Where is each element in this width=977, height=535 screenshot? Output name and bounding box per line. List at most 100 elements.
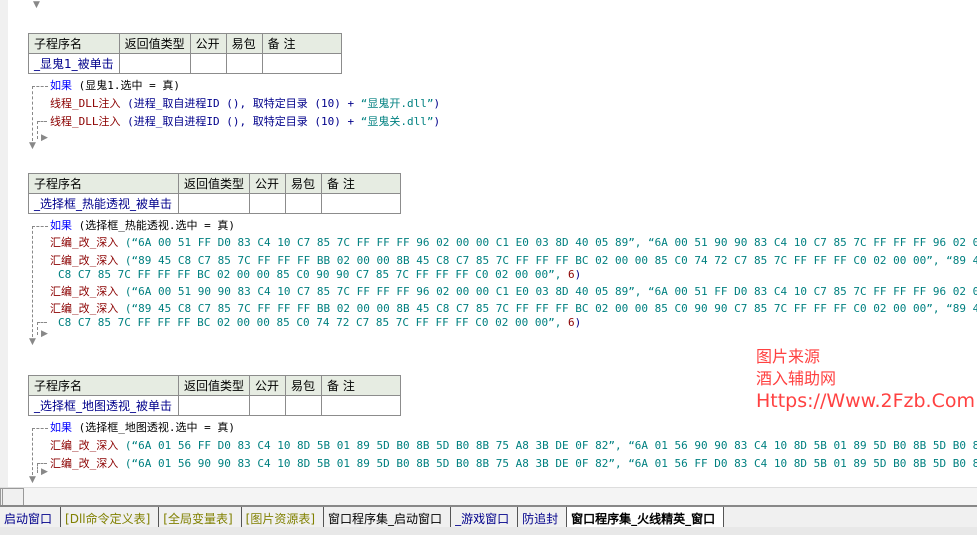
column-header: 公开 [249,173,287,194]
code-line-continuation[interactable]: C8 C7 85 7C FF FF FF BC 02 00 00 85 C0 7… [58,316,977,330]
if-statement[interactable]: 如果 (选择框_地图透视.选中 = 真) [50,421,977,435]
empty-cell [285,395,323,416]
column-header: 易包 [285,173,323,194]
tab-bar: 启动窗口[Dll命令定义表][全局变量表][图片资源表]窗口程序集_启动窗口_游… [0,505,977,529]
function-name: 汇编_改_深入 [50,254,119,267]
tab-7[interactable]: 窗口程序集_火线精英_窗口 [567,507,725,527]
function-name: 汇编_改_深入 [50,457,119,470]
empty-cell [177,193,251,214]
flow-line [37,463,47,464]
empty-cell [177,395,251,416]
flow-line [32,226,48,227]
arguments: (进程_取自进程ID (), 取特定目录 (10) + [127,97,361,110]
string-literal: (“6A 00 51 90 90 83 C4 10 C7 85 7C FF FF… [124,285,977,298]
flow-line [37,322,38,335]
if-condition: (选择框_地图透视.选中 = 真) [78,421,235,434]
number-literal: 6 [567,316,575,329]
subroutine-table: 子程序名返回值类型公开易包备 注_显鬼1_被单击 [28,33,342,74]
if-statement[interactable]: 如果 (显鬼1.选中 = 真) [50,79,977,93]
code-line[interactable]: 汇编_改_深入 (“6A 01 56 90 90 83 C4 10 8D 5B … [50,457,977,471]
tab-3[interactable]: [图片资源表] [242,507,325,527]
code-line[interactable]: 汇编_改_深入 (“6A 01 56 FF D0 83 C4 10 8D 5B … [50,439,977,453]
string-literal: (“6A 01 56 90 90 83 C4 10 8D 5B 01 89 5D… [124,457,977,470]
string-literal: C8 C7 85 7C FF FF FF BC 02 00 00 85 C0 7… [58,316,568,329]
empty-cell [321,193,402,214]
if-keyword: 如果 [50,219,72,232]
watermark: 图片来源 酒入辅助网 Https://Www.2Fzb.Com [756,346,975,412]
column-header: 易包 [285,375,323,396]
empty-cell [261,53,342,74]
function-name: 汇编_改_深入 [50,302,119,315]
watermark-url: Https://Www.2Fzb.Com [756,390,976,412]
horizontal-scrollbar[interactable] [0,487,977,506]
close-paren: ) [433,115,441,128]
flow-line [32,428,48,429]
code-line-continuation[interactable]: C8 C7 85 7C FF FF FF BC 02 00 00 85 C0 9… [58,268,977,282]
flow-arrow-icon: ▶ [41,329,48,339]
code-line[interactable]: 汇编_改_深入 (“89 45 C8 C7 85 7C FF FF FF BB … [50,254,977,268]
empty-cell [249,193,287,214]
code-line[interactable]: 线程_DLL注入 (进程_取自进程ID (), 取特定目录 (10) + “显鬼… [50,97,977,111]
empty-cell [249,395,287,416]
flow-line [32,428,33,475]
column-header: 备 注 [321,375,402,396]
tab-5[interactable]: _游戏窗口 [451,507,519,527]
tab-4[interactable]: 窗口程序集_启动窗口 [324,507,452,527]
function-name: 线程_DLL注入 [50,97,121,110]
empty-cell [321,395,402,416]
close-paren: ) [574,316,582,329]
flow-line [37,121,47,122]
flow-arrow-icon: ▼ [33,0,40,10]
if-statement[interactable]: 如果 (选择框_热能透视.选中 = 真) [50,219,977,233]
empty-cell [118,53,191,74]
column-header: 易包 [225,33,263,54]
watermark-line: 图片来源 [756,347,821,366]
column-header: 公开 [189,33,227,54]
column-header: 子程序名 [28,173,179,194]
tab-6[interactable]: 防追封 [518,507,568,527]
subroutine-table: 子程序名返回值类型公开易包备 注 _选择框_热能透视_被单击 [28,173,402,214]
string-literal: “显鬼开.dll” [360,97,434,110]
string-literal: (“6A 01 56 FF D0 83 C4 10 8D 5B 01 89 5D… [124,439,977,452]
if-keyword: 如果 [50,421,72,434]
scroll-track[interactable] [2,488,24,506]
code-line[interactable]: 线程_DLL注入 (进程_取自进程ID (), 取特定目录 (10) + “显鬼… [50,115,977,129]
flow-arrow-icon: ▶ [41,133,48,143]
subroutine-name[interactable]: _显鬼1_被单击 [28,53,120,74]
left-gutter [0,0,8,487]
tab-1[interactable]: [Dll命令定义表] [61,507,160,527]
function-name: 汇编_改_深入 [50,439,119,452]
string-literal: C8 C7 85 7C FF FF FF BC 02 00 00 85 C0 9… [58,268,568,281]
string-literal: (“6A 00 51 FF D0 83 C4 10 C7 85 7C FF FF… [124,236,977,249]
code-line[interactable]: 汇编_改_深入 (“6A 00 51 FF D0 83 C4 10 C7 85 … [50,236,977,250]
tab-2[interactable]: [全局变量表] [159,507,242,527]
tab-0[interactable]: 启动窗口 [0,507,62,527]
column-header: 备 注 [261,33,342,54]
subroutine-table: 子程序名返回值类型公开易包备 注_选择框_地图透视_被单击 [28,375,402,416]
watermark-line: 酒入辅助网 [756,369,837,388]
column-header: 返回值类型 [118,33,191,54]
flow-line [32,226,33,337]
close-paren: ) [433,97,441,110]
flow-line [37,121,38,139]
flow-line [37,463,38,473]
flow-arrow-icon: ▶ [41,467,48,477]
column-header: 返回值类型 [177,173,251,194]
flow-arrow-icon: ▼ [29,141,36,151]
flow-arrow-icon: ▼ [29,475,36,485]
flow-line [32,86,48,87]
empty-cell [225,53,263,74]
string-literal: (“89 45 C8 C7 85 7C FF FF FF BB 02 00 00… [124,254,977,267]
subroutine-name[interactable]: _选择框_地图透视_被单击 [28,395,179,416]
flow-line [37,322,47,323]
function-name: 汇编_改_深入 [50,236,119,249]
close-paren: ) [574,268,582,281]
column-header: 公开 [249,375,287,396]
flow-arrow-icon: ▼ [29,337,36,347]
column-header: 备 注 [321,173,402,194]
code-line[interactable]: 汇编_改_深入 (“89 45 C8 C7 85 7C FF FF FF BB … [50,302,977,316]
empty-cell [189,53,227,74]
subroutine-name[interactable]: _选择框_热能透视_被单击 [28,193,179,214]
code-line[interactable]: 汇编_改_深入 (“6A 00 51 90 90 83 C4 10 C7 85 … [50,285,977,299]
column-header: 子程序名 [28,375,179,396]
